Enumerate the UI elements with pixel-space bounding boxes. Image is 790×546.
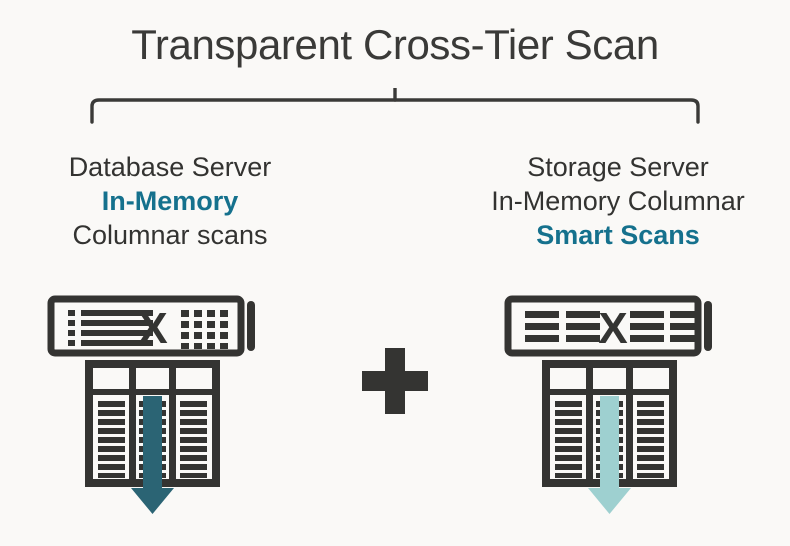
left-label-line-1: Database Server (68, 152, 272, 182)
bracket (88, 86, 702, 124)
right-label-line-3: Smart Scans (536, 220, 700, 251)
left-tier-labels: Database Server In-Memory Columnar scans (10, 150, 330, 252)
dot-grid-pattern (181, 310, 228, 349)
database-server-svg: X (47, 295, 255, 514)
right-tier-labels: Storage Server In-Memory Columnar Smart … (458, 150, 778, 252)
scan-arrow-down-icon (131, 396, 174, 514)
x-glyph: X (598, 304, 627, 353)
x-glyph: X (138, 304, 167, 353)
storage-server-svg: X (504, 295, 712, 514)
right-label-line-2: In-Memory Columnar (491, 186, 745, 217)
right-short-bars-pattern (630, 311, 695, 342)
page-title: Transparent Cross-Tier Scan (131, 21, 659, 68)
column-3-rows (637, 401, 664, 478)
storage-server-icon-group: X (462, 292, 790, 532)
left-label-line-2: In-Memory (101, 186, 239, 217)
left-short-bars-pattern (525, 311, 600, 342)
column-3-rows (180, 401, 207, 478)
database-server-bar-icon: X (47, 295, 255, 357)
column-1-rows (555, 401, 582, 478)
column-1-rows (98, 401, 125, 478)
left-label-line-3: Columnar scans (72, 220, 268, 251)
plus-operator (352, 342, 438, 420)
plus-icon (362, 348, 428, 414)
columnar-table-icon (542, 360, 677, 514)
database-server-icon-group: X (5, 292, 335, 532)
bracket-svg (90, 86, 700, 124)
right-label-line-1: Storage Server (527, 152, 709, 182)
columnar-table-icon (85, 360, 220, 514)
bullet-list-pattern (68, 310, 153, 346)
storage-server-bar-icon: X (504, 295, 712, 357)
scan-arrow-down-icon (588, 396, 631, 514)
